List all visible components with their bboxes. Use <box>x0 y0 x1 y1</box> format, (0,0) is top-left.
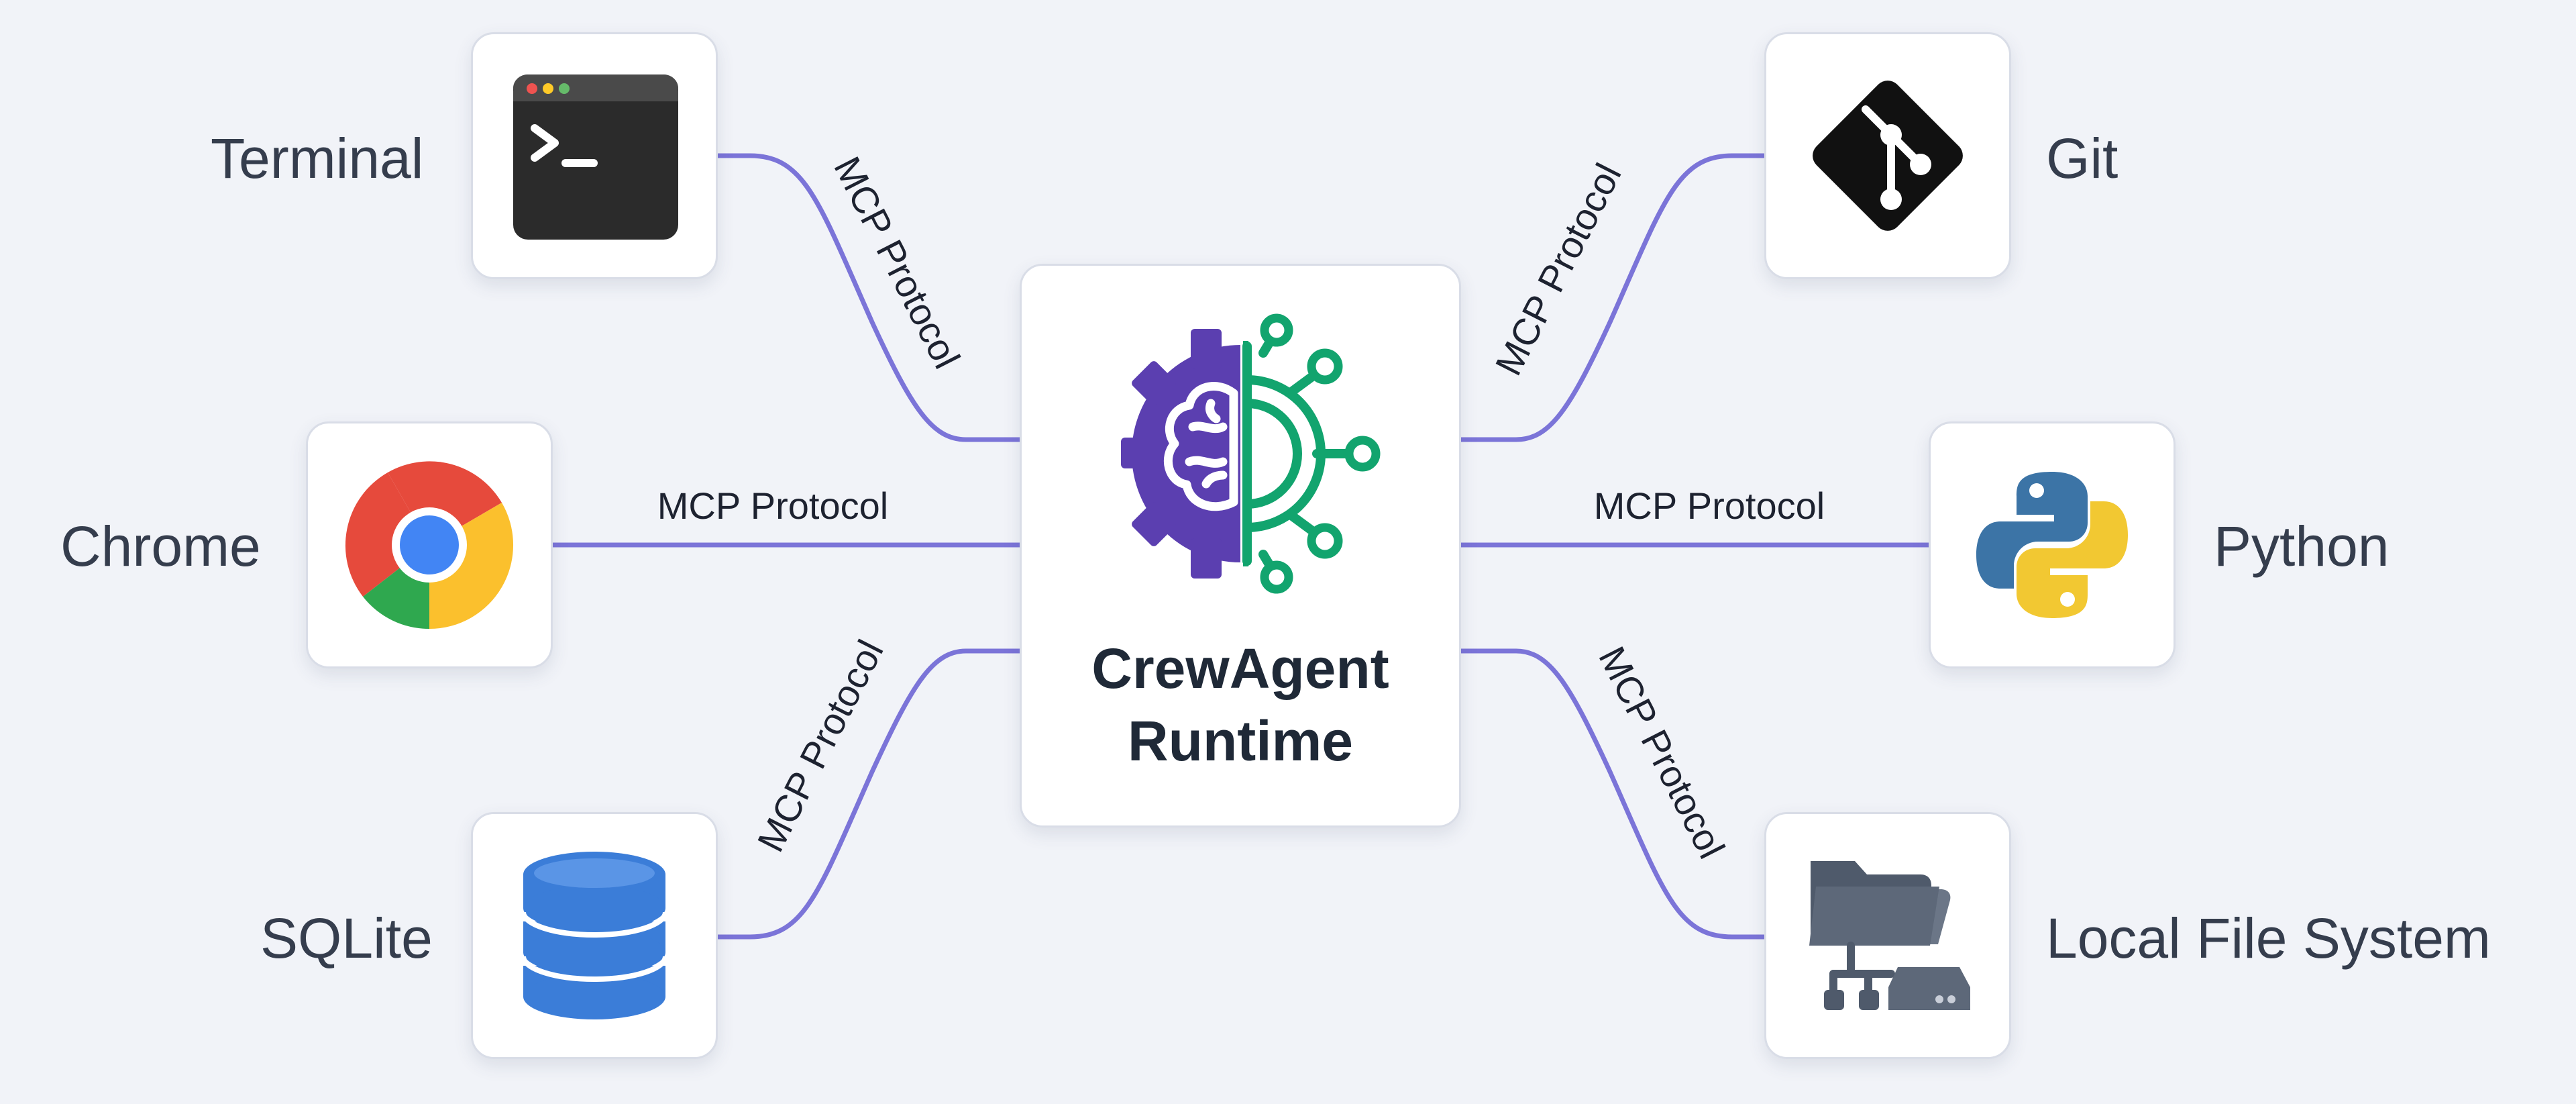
connector-sqlite <box>715 648 1022 940</box>
runtime-title-line1: CrewAgent <box>1091 637 1389 700</box>
git-label: Git <box>2046 127 2118 190</box>
center-runtime-card[interactable]: CrewAgent Runtime <box>1020 264 1461 827</box>
chrome-label: Chrome <box>60 515 261 578</box>
protocol-label-chrome: MCP Protocol <box>657 485 888 527</box>
filesystem-label: Local File System <box>2046 907 2491 970</box>
connector-terminal <box>715 153 1022 442</box>
chrome-card[interactable] <box>306 421 553 668</box>
protocol-label-sqlite: MCP Protocol <box>749 633 891 858</box>
terminal-card[interactable] <box>471 32 718 279</box>
python-icon <box>1976 472 2128 618</box>
brain-gear-network-icon <box>1121 313 1381 594</box>
chrome-icon <box>345 461 514 630</box>
terminal-label: Terminal <box>211 127 424 190</box>
folder-network-icon <box>1809 861 1970 1010</box>
python-label: Python <box>2214 515 2390 578</box>
filesystem-card[interactable] <box>1764 812 2011 1059</box>
python-card[interactable] <box>1929 421 2176 668</box>
runtime-title-line2: Runtime <box>1128 709 1353 772</box>
protocol-label-filesystem: MCP Protocol <box>1591 640 1733 864</box>
connector-git <box>1458 153 1767 442</box>
protocol-label-git: MCP Protocol <box>1487 156 1629 381</box>
git-card[interactable] <box>1764 32 2011 279</box>
sqlite-label: SQLite <box>260 907 433 970</box>
sqlite-card[interactable] <box>471 812 718 1059</box>
terminal-icon <box>513 74 678 240</box>
protocol-label-python: MCP Protocol <box>1594 485 1825 527</box>
connector-filesystem <box>1458 648 1767 940</box>
git-icon <box>1813 81 1963 231</box>
database-icon <box>521 852 668 1019</box>
